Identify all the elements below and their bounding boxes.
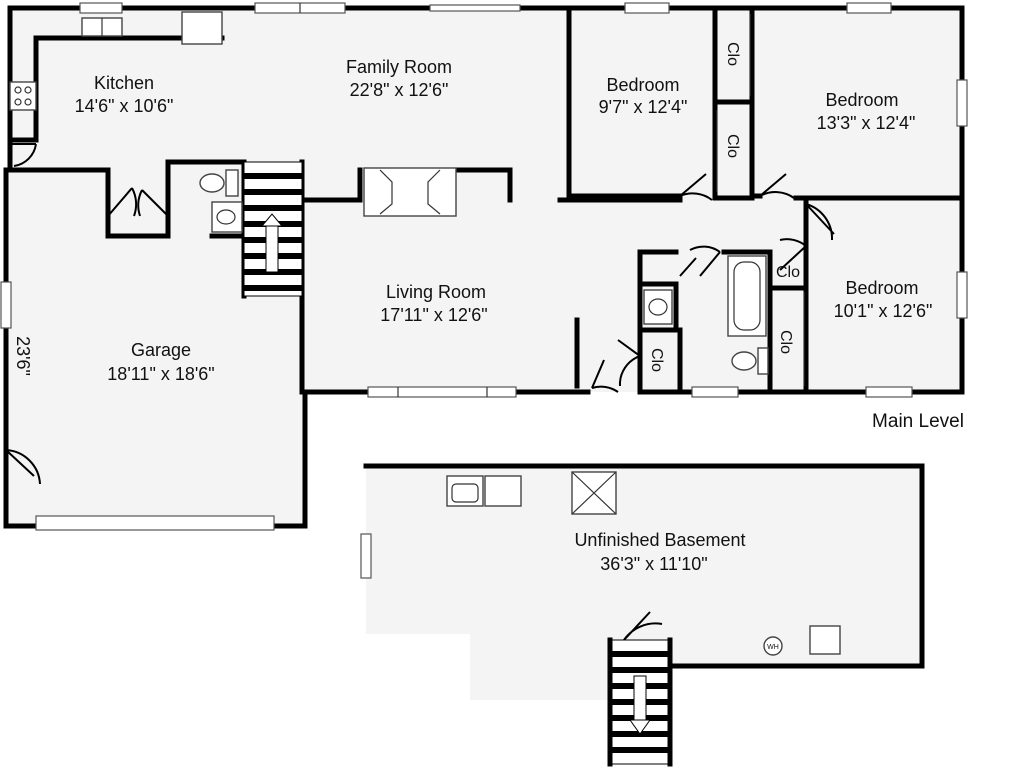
basement-walls (360, 463, 925, 703)
door-swing (5, 449, 41, 485)
closet-label: Clo (724, 134, 741, 158)
windows (0, 2, 968, 531)
kitchen-garage-wall (3, 167, 171, 239)
family-room-label: Family Room (346, 57, 452, 77)
kitchen-inner-wall (7, 35, 39, 143)
bedroom-2-label: Bedroom (825, 90, 898, 110)
door-swing (679, 245, 721, 277)
water-heater (763, 636, 783, 656)
bedroom-1-dims: 9'7" x 12'4" (599, 97, 688, 117)
vanity (643, 289, 673, 325)
bedroom-3-label: Bedroom (845, 278, 918, 298)
toilet (199, 173, 225, 193)
bedroom-2-dims: 13'3" x 12'4" (817, 113, 916, 133)
closet-label: Clo (648, 348, 665, 372)
living-room-label: Living Room (386, 282, 486, 302)
main-level-floor (6, 8, 962, 526)
toilet (731, 351, 757, 371)
garage-door (35, 515, 275, 531)
doors (5, 143, 835, 641)
window (429, 4, 521, 12)
dryer (484, 475, 522, 507)
window (360, 533, 372, 579)
basement-outline (363, 463, 925, 669)
door-swing (107, 187, 138, 217)
garage-side-dim: 23'6" (13, 336, 33, 376)
closet-label: Clo (777, 330, 794, 354)
garage-dims: 18'11" x 18'6" (107, 364, 214, 384)
window (0, 281, 12, 329)
half-bath-wall (165, 159, 247, 239)
basement-dims: 36'3" x 11'10" (600, 554, 707, 574)
door-swing (617, 339, 641, 387)
bedroom-3-dims: 10'1" x 12'6" (834, 301, 933, 321)
stairs-main (243, 161, 303, 297)
bath-sink (211, 201, 243, 233)
living-room-dims: 17'11" x 12'6" (380, 305, 487, 325)
basement-label: Unfinished Basement (574, 530, 745, 550)
basement-floor (366, 466, 922, 700)
labels: Kitchen 14'6" x 10'6" Family Room 22'8" … (13, 42, 964, 651)
fixtures (9, 11, 841, 656)
fireplace-wall (453, 167, 513, 203)
closet-label: Clo (724, 42, 741, 66)
family-room-dims: 22'8" x 12'6" (350, 80, 449, 100)
water-heater-label: WH (767, 644, 779, 651)
door-swing (779, 238, 807, 271)
closet-label: Clo (776, 264, 800, 281)
bath-vanity-wall (637, 281, 679, 333)
door-swing (623, 611, 663, 641)
window (956, 79, 968, 127)
plan-title: Main Level (872, 411, 964, 432)
window (956, 271, 968, 319)
door-swing (591, 359, 619, 393)
window (691, 386, 739, 398)
furnace (809, 625, 841, 655)
window (846, 2, 892, 14)
kitchen-dims: 14'6" x 10'6" (75, 96, 174, 116)
fireplace (363, 167, 457, 217)
door-swing (679, 173, 713, 201)
bedroom1-left-wall (566, 5, 683, 199)
window (367, 386, 517, 398)
stairs-basement (607, 637, 673, 767)
toilet-tank (225, 169, 239, 197)
door-swing (137, 189, 169, 217)
toilet-tank (757, 347, 769, 375)
bedroom-1-label: Bedroom (606, 75, 679, 95)
door-swing (759, 173, 795, 199)
window (865, 386, 913, 398)
stove (9, 81, 37, 111)
floor-fills (6, 8, 962, 700)
window (79, 2, 123, 14)
garage-label: Garage (131, 340, 191, 360)
refrigerator (181, 11, 223, 45)
door-swing (10, 143, 37, 167)
door-swing (805, 203, 835, 241)
window (624, 2, 670, 14)
kitchen-label: Kitchen (94, 73, 154, 93)
